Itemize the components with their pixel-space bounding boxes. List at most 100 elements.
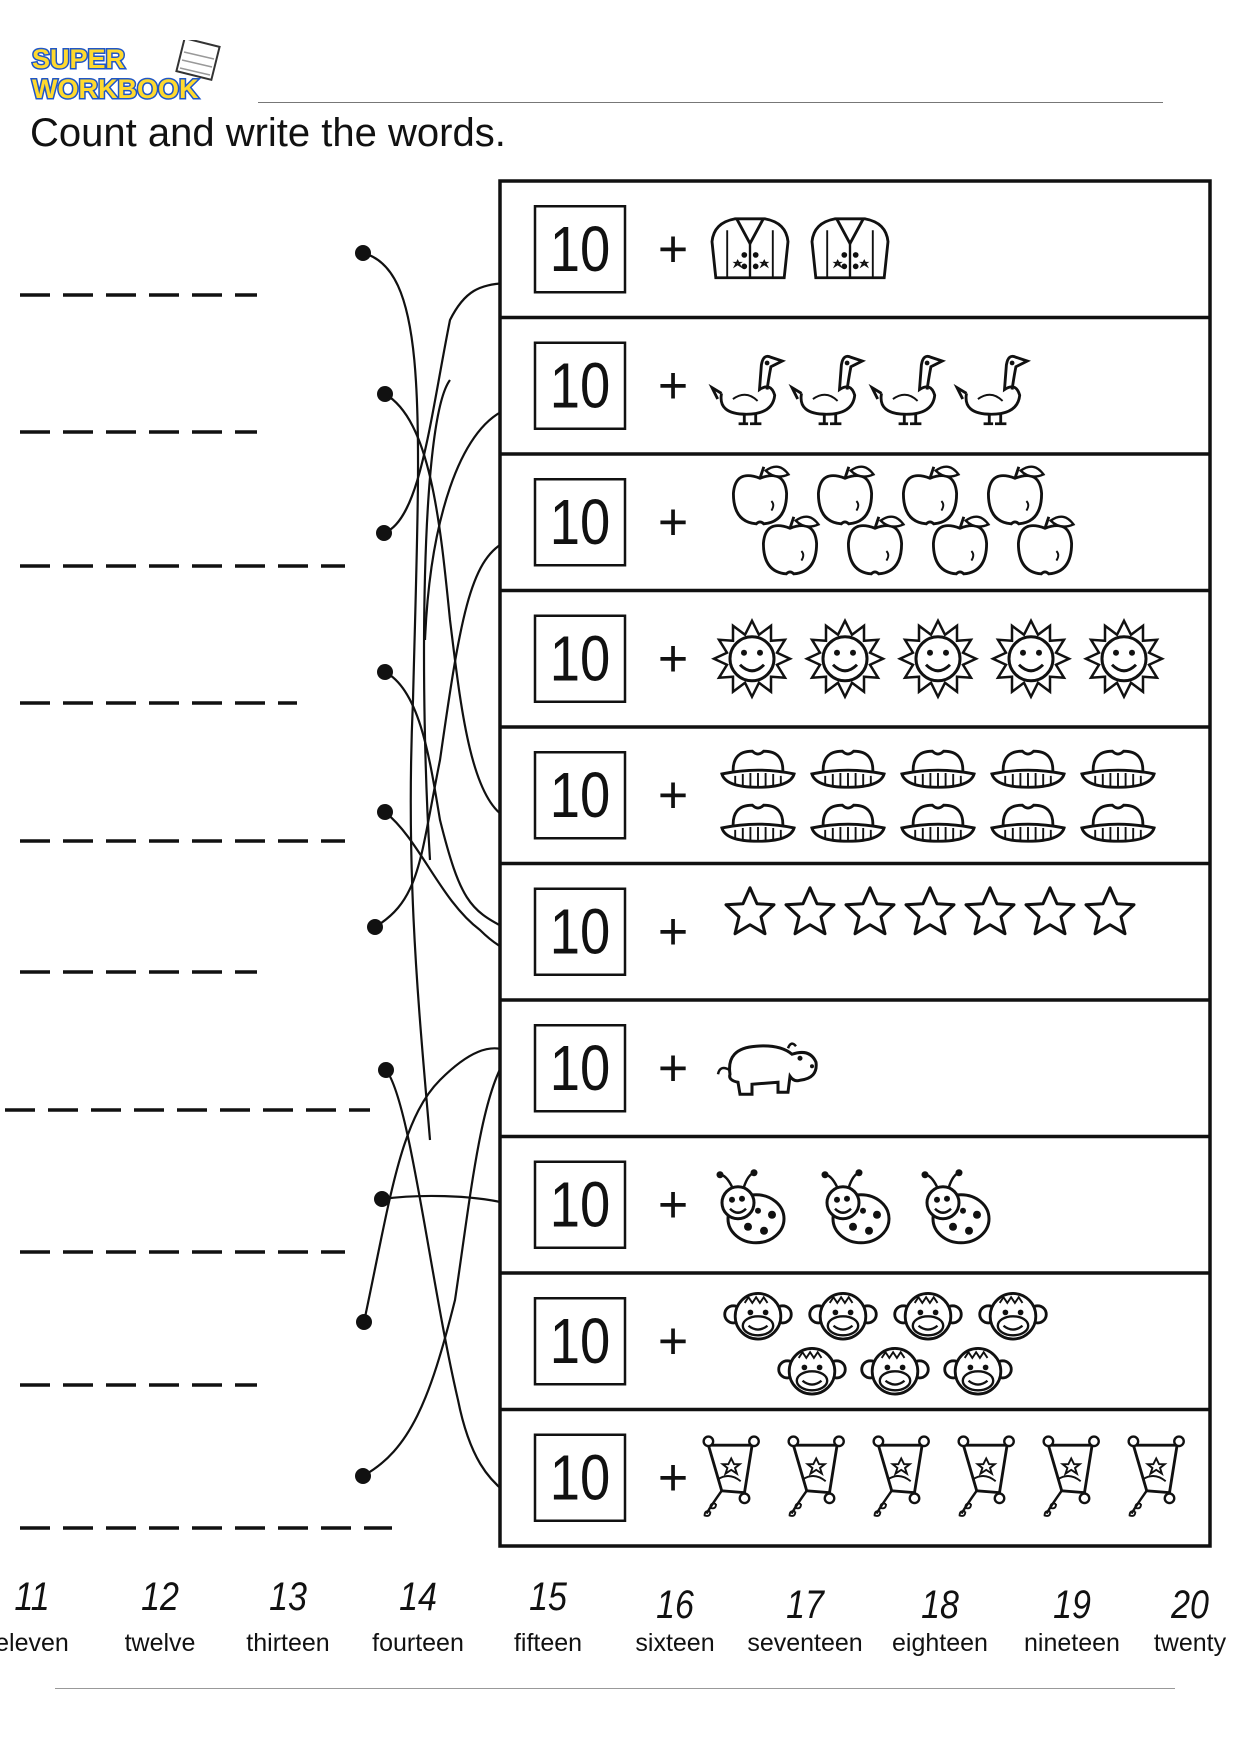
number-word: thirteen [246,1629,330,1657]
ten-number: 10 [550,350,610,422]
match-dot[interactable] [377,664,393,680]
number-digit: 15 [529,1575,567,1619]
ten-box [533,1297,627,1386]
ten-number: 10 [550,759,610,831]
number-word-item: 15 fifteen [483,1575,613,1659]
number-word-item: 13 thirteen [223,1575,353,1659]
match-dot[interactable] [377,386,393,402]
plus-sign: + [658,630,688,688]
ten-box [533,341,627,430]
match-dot[interactable] [378,1062,394,1078]
number-word: fourteen [372,1629,464,1657]
number-word: seventeen [747,1629,863,1657]
super-workbook-logo: SUPER WORKBOOK [31,40,221,106]
matching-line [423,408,506,641]
matching-line [384,811,506,951]
number-digit: 17 [786,1583,824,1627]
ten-number: 10 [550,623,610,695]
plus-sign: + [658,766,688,824]
number-digit: 11 [14,1575,50,1619]
ten-number: 10 [550,896,610,968]
number-digit: 16 [656,1583,694,1627]
answer-lines [5,293,392,1530]
plus-sign: + [658,493,688,551]
match-dot[interactable] [356,1314,372,1330]
plus-sign: + [658,1039,688,1097]
addition-row: 10 + [500,998,1210,1113]
number-word: nineteen [1024,1629,1120,1657]
matching-line [374,541,506,928]
number-digit: 18 [921,1583,959,1627]
addition-row: 10 + [500,861,1210,976]
ten-number: 10 [550,1032,610,1104]
ten-box [533,1433,627,1522]
number-word: twenty [1153,1629,1227,1657]
matching-line [362,1059,506,1477]
addition-row: 10 + [500,1134,1210,1249]
matching-curves [362,251,508,1493]
matching-line [362,251,432,1141]
addition-row: 10+ [500,1407,1210,1522]
answer-dots [355,245,394,1484]
number-word-bank: 11 eleven 12 twelve 13 thirteen 14 fourteen 15 fi… [0,1575,1240,1675]
match-dot[interactable] [355,245,371,261]
matching-line [384,671,506,929]
addition-row: 10 + [500,725,1210,843]
number-digit: 13 [269,1575,307,1619]
plus-sign: + [658,1176,688,1234]
ten-number: 10 [550,1305,610,1377]
ten-number: 10 [550,213,610,285]
addition-row: 10 + [500,315,1210,430]
matching-line [383,281,506,535]
number-word: eighteen [892,1629,988,1657]
ten-box [533,751,627,840]
footer-rule [55,1688,1175,1689]
number-word: sixteen [635,1629,715,1657]
jacket-icon [810,217,890,280]
jacket-icon [710,217,790,280]
ten-box [533,1160,627,1249]
number-digit: 19 [1053,1583,1091,1627]
addition-row: 10 + [500,588,1210,703]
addition-row: 10 + [533,205,890,294]
match-dot[interactable] [374,1191,390,1207]
ten-number: 10 [550,1169,610,1241]
number-digit: 12 [141,1575,179,1619]
number-word-item: 12 twelve [95,1575,225,1659]
ten-box [533,205,627,294]
number-word: fifteen [513,1629,583,1657]
addition-table: 10+10+10+10+10+10+10+10+10+10+ [498,179,1212,1548]
match-dot[interactable] [376,525,392,541]
match-dot[interactable] [355,1468,371,1484]
header-rule [258,102,1163,103]
number-word: eleven [0,1629,69,1657]
plus-sign: + [658,1449,688,1507]
ten-box [533,478,627,567]
number-digit: 20 [1171,1583,1209,1627]
addition-row: 10 + [500,452,1210,576]
matching-line [384,393,508,819]
plus-sign: + [658,357,688,415]
plus-sign: + [658,1312,688,1370]
plus-sign: + [658,220,688,278]
ten-box [533,1024,627,1113]
ten-box [533,887,627,976]
number-word-item: 11 eleven [0,1575,97,1659]
matching-line [381,1194,506,1205]
match-dot[interactable] [377,804,393,820]
ten-number: 10 [550,486,610,558]
logo-line2: WORKBOOK [32,74,199,104]
plus-sign: + [658,903,688,961]
number-word-item: 14 fourteen [353,1575,483,1659]
match-dot[interactable] [367,919,383,935]
notepad-icon [175,40,221,82]
number-word: twelve [124,1629,196,1657]
instruction-text: Count and write the words. [30,111,506,155]
number-digit: 14 [399,1575,437,1619]
